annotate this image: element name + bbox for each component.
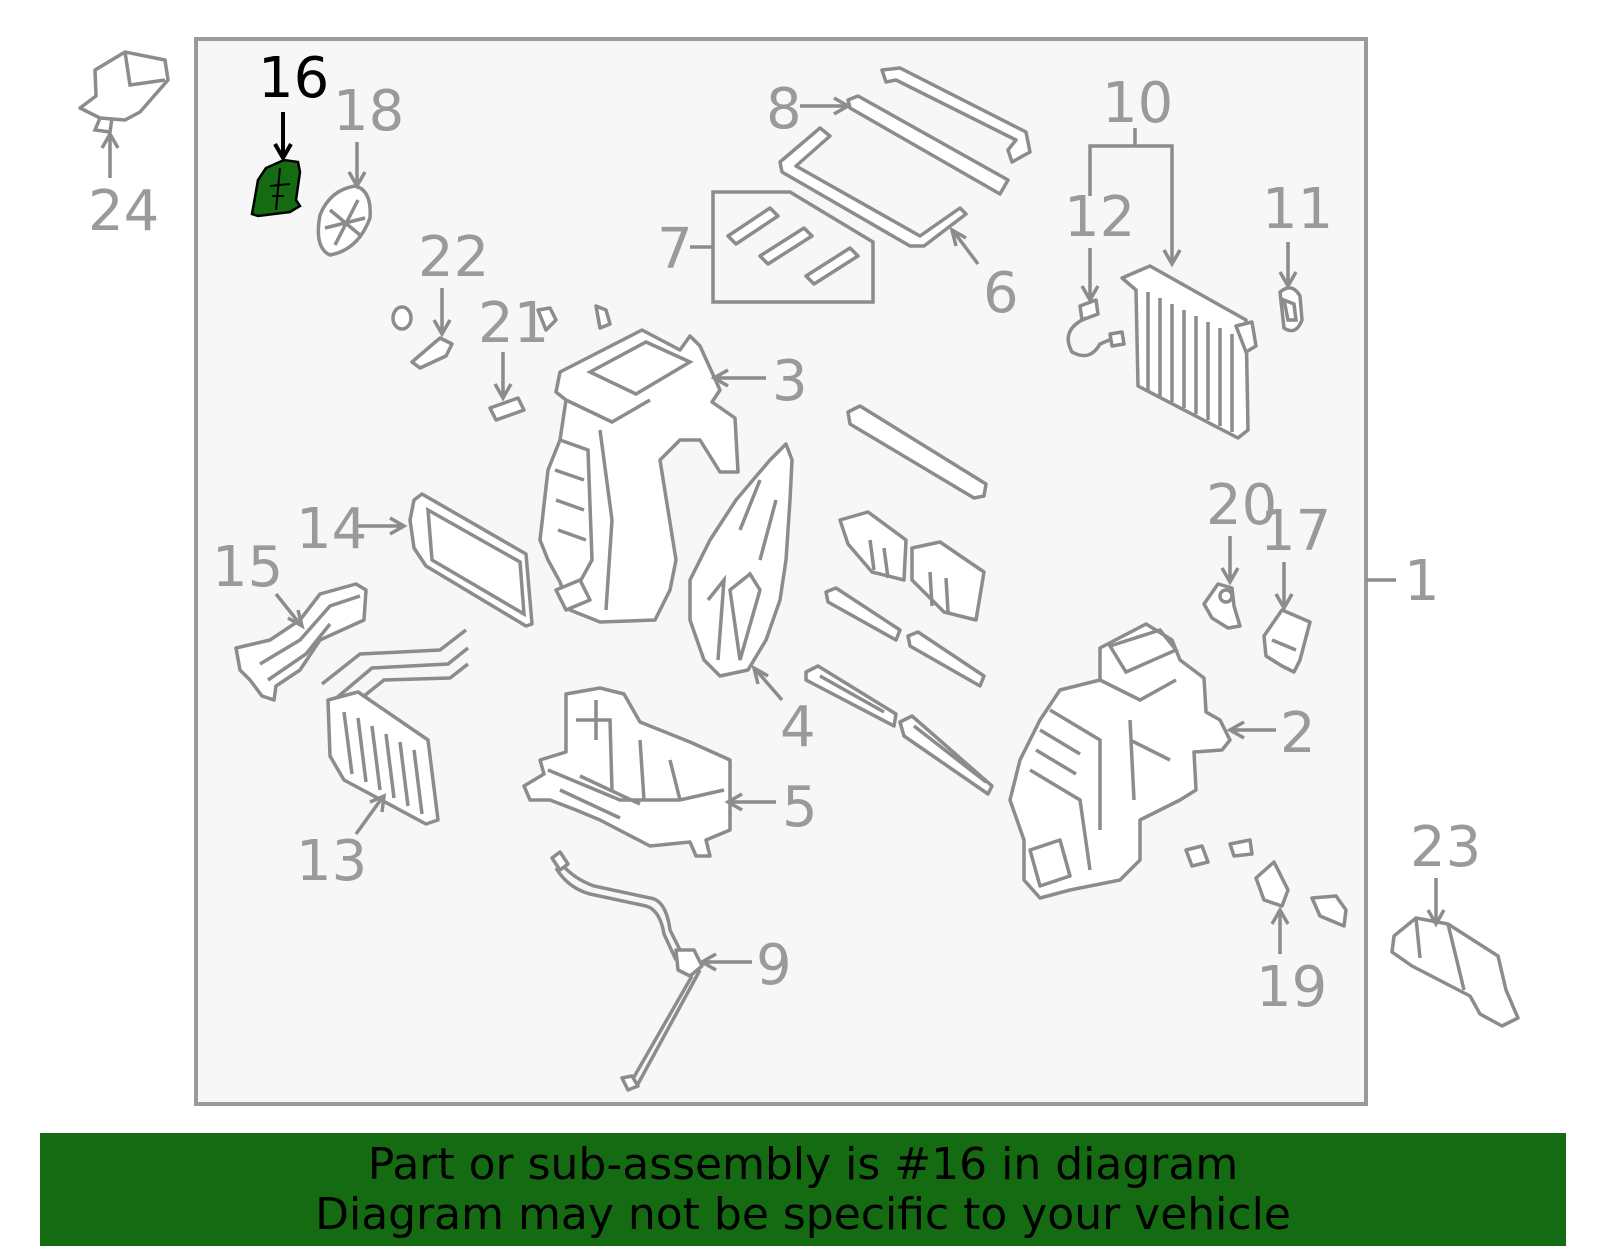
- part-16-actuator[interactable]: [250, 158, 302, 218]
- callout-label-5[interactable]: 5: [782, 775, 818, 840]
- callout-arrow-18: [347, 142, 367, 190]
- part-5-lower-case[interactable]: [522, 686, 732, 858]
- part-14-cabin-filter[interactable]: [408, 492, 534, 628]
- part-9-drain-hose[interactable]: [550, 850, 704, 1092]
- callout-label-19[interactable]: 19: [1256, 955, 1327, 1020]
- callout-arrow-20: [1220, 536, 1240, 586]
- part-20-actuator-arm[interactable]: [1202, 582, 1242, 630]
- callout-label-20[interactable]: 20: [1206, 473, 1277, 538]
- callout-arrow-14: [356, 516, 408, 536]
- part-10-evaporator[interactable]: [1120, 264, 1258, 440]
- callout-arrow-13: [354, 793, 387, 836]
- callout-arrow-8: [800, 96, 852, 116]
- callout-label-18[interactable]: 18: [333, 79, 404, 144]
- part-door-a[interactable]: [838, 510, 986, 622]
- callout-label-22[interactable]: 22: [418, 225, 489, 290]
- callout-arrow-23: [1426, 878, 1446, 928]
- callout-label-2[interactable]: 2: [1280, 701, 1316, 766]
- callout-label-7[interactable]: 7: [657, 217, 693, 282]
- callout-label-11[interactable]: 11: [1262, 177, 1333, 242]
- callout-label-4[interactable]: 4: [780, 695, 816, 760]
- callout-label-14[interactable]: 14: [296, 497, 367, 562]
- part-18-blower-fan[interactable]: [316, 184, 372, 257]
- part-seal-strip-b[interactable]: [824, 586, 986, 688]
- info-banner-bg: [40, 1133, 1566, 1246]
- callout-arrow-21: [493, 352, 513, 402]
- part-2-hvac-case[interactable]: [1008, 622, 1232, 900]
- callout-arrow-19: [1270, 906, 1290, 954]
- part-22-sensor[interactable]: [391, 305, 454, 370]
- part-11-grommet[interactable]: [1278, 286, 1304, 333]
- part-17-module[interactable]: [1262, 608, 1312, 674]
- callout-label-24[interactable]: 24: [88, 179, 159, 244]
- callout-label-3[interactable]: 3: [772, 349, 808, 414]
- banner-line-1: Part or sub-assembly is #16 in diagram: [367, 1138, 1239, 1190]
- callout-arrow-16: [273, 112, 293, 163]
- part-3-upper-case[interactable]: [538, 328, 740, 624]
- part-21-clip[interactable]: [488, 304, 612, 422]
- callout-arrow-24: [100, 130, 120, 178]
- callout-arrow-22: [432, 288, 452, 338]
- callout-label-13[interactable]: 13: [296, 829, 367, 894]
- callout-label-16[interactable]: 16: [258, 46, 329, 111]
- callout-arrow-9: [698, 952, 752, 972]
- callout-arrow-5: [724, 792, 776, 812]
- callout-arrow-2: [1226, 720, 1276, 740]
- callout-arrow-4: [751, 664, 784, 702]
- callout-label-10[interactable]: 10: [1102, 71, 1173, 136]
- callout-arrow-15: [274, 592, 305, 630]
- part-6-gasket[interactable]: [778, 126, 968, 248]
- callout-label-8[interactable]: 8: [766, 77, 802, 142]
- callout-arrow-3: [710, 368, 766, 388]
- callout-label-15[interactable]: 15: [212, 535, 283, 600]
- part-seal-strip-c[interactable]: [804, 664, 994, 796]
- part-24-duct[interactable]: [78, 50, 170, 134]
- callout-arrow-6: [949, 226, 980, 266]
- callout-label-9[interactable]: 9: [756, 933, 792, 998]
- part-23-duct[interactable]: [1390, 916, 1520, 1028]
- part-seal-strip-a[interactable]: [846, 404, 988, 500]
- part-12-sensor-wire[interactable]: [1066, 298, 1126, 358]
- callout-arrow-12: [1080, 248, 1100, 304]
- callout-bracket-10: [1088, 128, 1182, 268]
- callout-label-23[interactable]: 23: [1410, 815, 1481, 880]
- part-7-filter-set[interactable]: [711, 190, 875, 304]
- banner-line-2: Diagram may not be specific to your vehi…: [315, 1188, 1291, 1240]
- part-15-duct[interactable]: [234, 582, 368, 702]
- callout-arrow-17: [1274, 562, 1294, 612]
- callout-label-6[interactable]: 6: [983, 261, 1019, 326]
- part-19-bracket[interactable]: [1184, 838, 1348, 928]
- part-13-heater-core[interactable]: [320, 628, 470, 826]
- callout-label-12[interactable]: 12: [1064, 185, 1135, 250]
- callout-label-17[interactable]: 17: [1260, 499, 1331, 564]
- part-4-mode-door[interactable]: [688, 442, 794, 678]
- callout-label-21[interactable]: 21: [478, 291, 549, 356]
- callout-label-1[interactable]: 1: [1404, 549, 1440, 614]
- info-banner: Part or sub-assembly is #16 in diagram D…: [40, 1133, 1566, 1246]
- callout-arrow-11: [1278, 242, 1298, 290]
